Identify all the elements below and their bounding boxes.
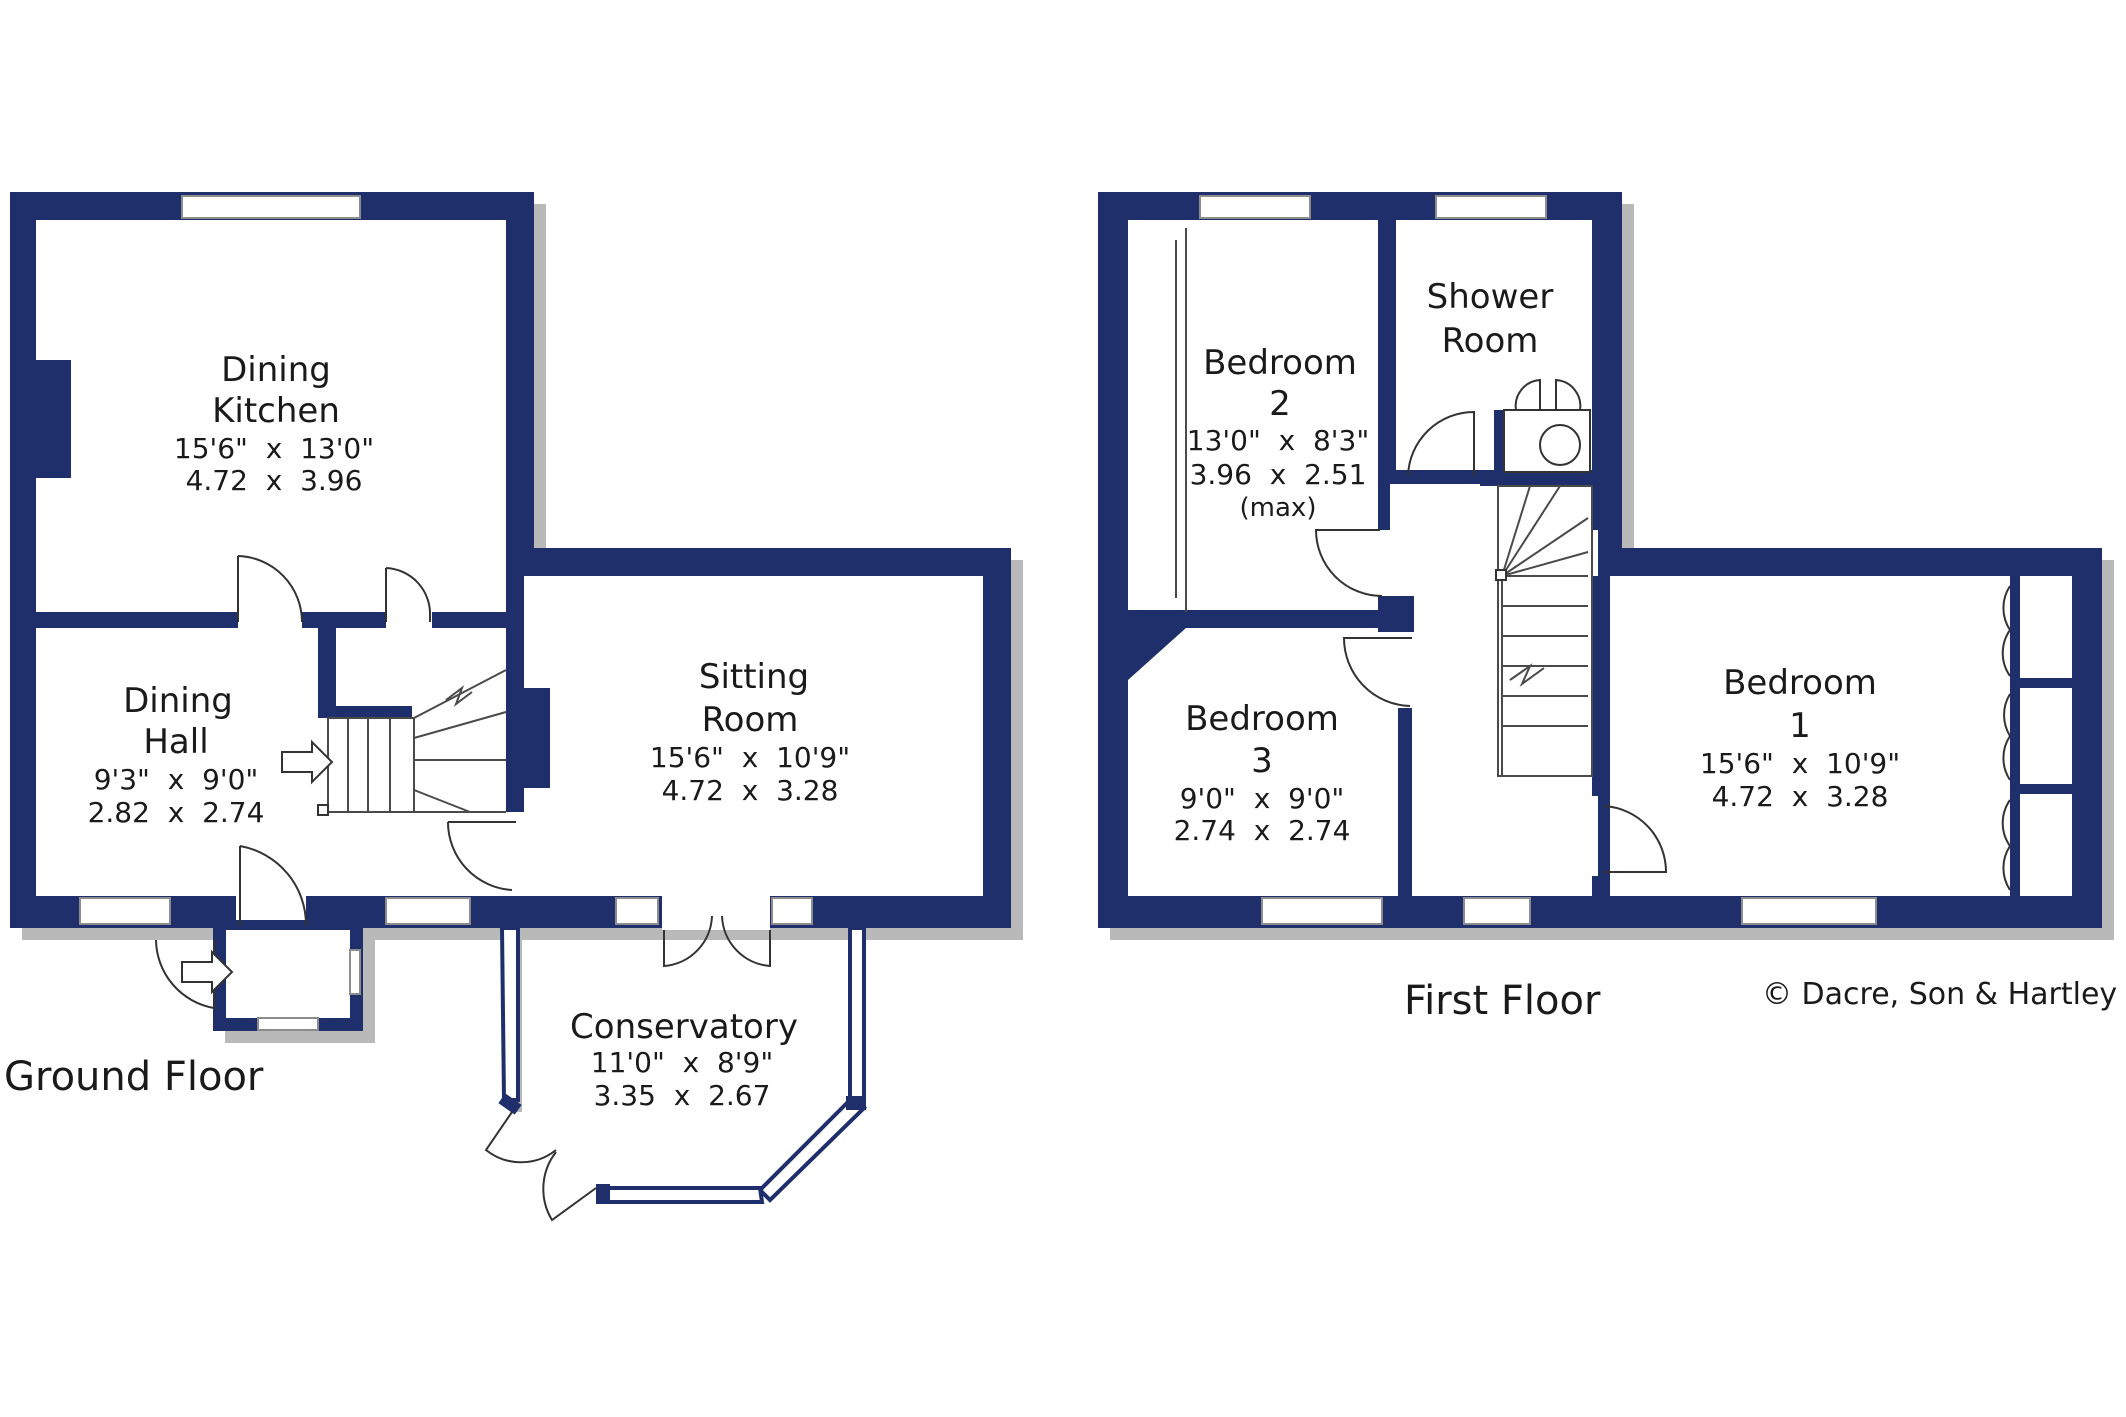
porch-floor bbox=[226, 930, 350, 1018]
dining-kitchen-dim-imperial: 15'6" x 13'0" bbox=[174, 432, 374, 465]
sitting-room-floor bbox=[524, 576, 983, 896]
bedroom-1-floor bbox=[1610, 576, 2072, 896]
kitchen-door bbox=[237, 555, 303, 623]
bedroom-1-label: Bedroom 1 15'6" x 10'9" 4.72 x 3.28 bbox=[1700, 663, 1900, 813]
bedroom-2-door bbox=[1314, 529, 1383, 597]
bedroom-1-window bbox=[1741, 897, 1877, 925]
dining-hall-floor bbox=[36, 628, 506, 896]
bedroom-3-name-1: Bedroom bbox=[1185, 699, 1339, 739]
sitting-room-label: Sitting Room 15'6" x 10'9" 4.72 x 3.28 bbox=[650, 657, 850, 807]
shower-room-door bbox=[1407, 410, 1475, 477]
first-floor-staircase bbox=[1495, 485, 1593, 777]
bedroom-2-wardrobe bbox=[1175, 228, 1187, 612]
conservatory-label: Conservatory 11'0" x 8'9" 3.35 x 2.67 bbox=[570, 1007, 798, 1112]
landing-window bbox=[1463, 897, 1531, 925]
bedroom-2-floor bbox=[1128, 220, 1378, 610]
conservatory-door-right bbox=[542, 1151, 597, 1222]
dining-kitchen-name-2: Kitchen bbox=[212, 391, 340, 431]
shower-room-label: Shower Room bbox=[1427, 277, 1554, 361]
bedroom-2-dim-imperial: 13'0" x 8'3" bbox=[1187, 424, 1369, 457]
bedroom-3-name-2: 3 bbox=[1251, 741, 1273, 781]
conservatory-dim-metric: 3.35 x 2.67 bbox=[594, 1079, 771, 1112]
first-floor-title: First Floor bbox=[1404, 978, 1601, 1024]
landing-bed1-wall bbox=[1592, 576, 1610, 796]
shower-window bbox=[1435, 195, 1547, 219]
landing-stub bbox=[1378, 596, 1414, 632]
front-door bbox=[239, 845, 308, 927]
bedroom-1-name-1: Bedroom bbox=[1723, 663, 1877, 703]
dining-hall-name-1: Dining bbox=[123, 681, 233, 721]
bedroom-2-dim-metric: 3.96 x 2.51 bbox=[1190, 458, 1367, 491]
french-door-left bbox=[663, 915, 713, 968]
dining-kitchen-floor bbox=[36, 220, 506, 612]
dining-kitchen-label: Dining Kitchen 15'6" x 13'0" 4.72 x 3.96 bbox=[174, 350, 374, 497]
bedroom-3-door bbox=[1342, 637, 1412, 707]
sitting-room-dim-imperial: 15'6" x 10'9" bbox=[650, 741, 850, 774]
shower-landing-wall bbox=[1480, 472, 1592, 486]
conservatory-dim-imperial: 11'0" x 8'9" bbox=[591, 1046, 773, 1079]
landing-lower-floor bbox=[1378, 530, 1598, 896]
bedroom-2-name-2: 2 bbox=[1269, 384, 1291, 424]
shower-room-name-1: Shower bbox=[1427, 277, 1554, 317]
ground-floor-title: Ground Floor bbox=[4, 1054, 264, 1100]
bedroom-1-wardrobes bbox=[2001, 576, 2072, 896]
kitchen-chimney-breast bbox=[36, 360, 71, 478]
bedroom-1-door bbox=[1603, 805, 1668, 873]
bedroom-3-dim-imperial: 9'0" x 9'0" bbox=[1180, 782, 1345, 815]
bedroom-1-dim-imperial: 15'6" x 10'9" bbox=[1700, 747, 1900, 780]
kitchen-window bbox=[181, 195, 361, 219]
stair-enclosure-walls bbox=[318, 620, 412, 718]
sitting-window-right bbox=[771, 897, 813, 925]
bedroom-2-note: (max) bbox=[1240, 493, 1317, 523]
bedroom-3-angled-wall bbox=[1128, 628, 1186, 680]
bedroom-2-name-1: Bedroom bbox=[1203, 343, 1357, 383]
bedroom-3-dim-metric: 2.74 x 2.74 bbox=[1174, 814, 1351, 847]
cupboard-door bbox=[385, 567, 432, 622]
stair-side-wall bbox=[506, 620, 516, 810]
porch-door bbox=[155, 939, 215, 1010]
bed2-bed3-wall bbox=[1128, 612, 1390, 628]
shower-cubicle-wall bbox=[1494, 410, 1504, 474]
front-entry-arrow-icon bbox=[181, 949, 234, 995]
dining-hall-label: Dining Hall 9'3" x 9'0" 2.82 x 2.74 bbox=[88, 681, 265, 829]
sitting-window-left bbox=[385, 897, 471, 925]
bed3-landing-wall bbox=[1398, 708, 1412, 898]
ground-floor-plan: Dining Kitchen 15'6" x 13'0" 4.72 x 3.96… bbox=[4, 192, 1023, 1222]
stair-entry-arrow-icon bbox=[281, 739, 334, 785]
dining-hall-name-2: Hall bbox=[143, 722, 208, 762]
shower-room-name-2: Room bbox=[1442, 321, 1539, 361]
bedroom-2-label: Bedroom 2 13'0" x 8'3" 3.96 x 2.51 (max) bbox=[1187, 343, 1369, 523]
bedroom-1-dim-metric: 4.72 x 3.28 bbox=[1712, 780, 1889, 813]
dining-hall-dim-metric: 2.82 x 2.74 bbox=[88, 796, 265, 829]
bedroom-3-floor bbox=[1128, 628, 1378, 896]
shower-tray bbox=[1503, 378, 1591, 473]
sitting-room-door bbox=[446, 821, 516, 891]
dining-hall-dim-imperial: 9'3" x 9'0" bbox=[94, 763, 259, 796]
first-floor-plan: Shower Room Bedroom 2 13'0" x 8'3" 3.96 … bbox=[1098, 192, 2117, 1024]
bed1-door-stub bbox=[1592, 876, 1610, 898]
bedroom-2-window bbox=[1199, 195, 1311, 219]
copyright-notice: © Dacre, Son & Hartley bbox=[1762, 977, 2117, 1012]
bedroom-3-label: Bedroom 3 9'0" x 9'0" 2.74 x 2.74 bbox=[1174, 699, 1351, 847]
bedroom-2-shower-wall bbox=[1378, 220, 1390, 524]
porch-window bbox=[257, 1017, 319, 1031]
sitting-room-name-2: Room bbox=[702, 700, 799, 740]
bedroom-1-name-2: 1 bbox=[1789, 706, 1811, 746]
dining-kitchen-dim-metric: 4.72 x 3.96 bbox=[186, 464, 363, 497]
porch-side-window bbox=[349, 949, 361, 995]
sitting-room-dim-metric: 4.72 x 3.28 bbox=[662, 774, 839, 807]
conservatory-door-left bbox=[484, 1111, 557, 1164]
sitting-room-name-1: Sitting bbox=[699, 657, 809, 697]
conservatory-name: Conservatory bbox=[570, 1007, 798, 1047]
bedroom-3-window bbox=[1261, 897, 1383, 925]
hall-window bbox=[79, 897, 171, 925]
french-door-right bbox=[721, 915, 771, 968]
sitting-window-mid bbox=[615, 897, 659, 925]
dining-kitchen-name-1: Dining bbox=[221, 350, 331, 390]
conservatory-structure bbox=[484, 926, 868, 1222]
